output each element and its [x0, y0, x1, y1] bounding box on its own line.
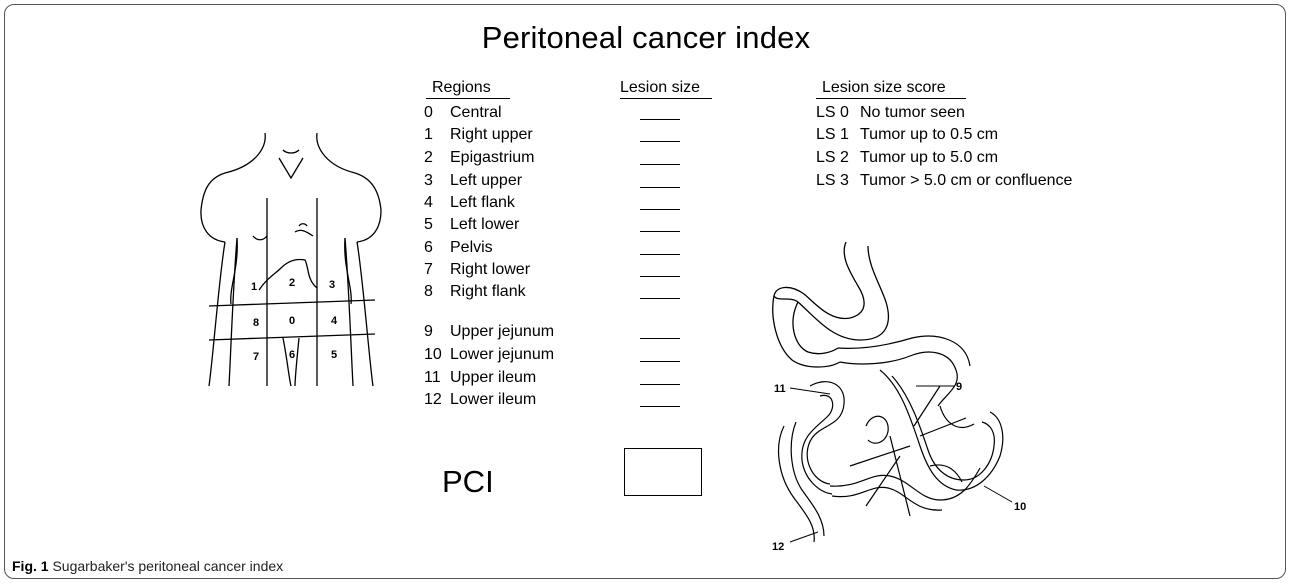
- torso-label-3: 3: [329, 279, 335, 291]
- region-name: Right flank: [450, 283, 526, 300]
- pci-total-box: [624, 448, 702, 496]
- lesion-size-header-label: Lesion size: [620, 79, 700, 96]
- torso-label-8: 8: [253, 317, 259, 329]
- lesion-size-blank: [640, 361, 680, 362]
- lesion-size-blank: [640, 298, 680, 299]
- lesion-score-header-label: Lesion size score: [822, 79, 946, 96]
- score-description: Tumor up to 0.5 cm: [860, 126, 998, 143]
- bowel-label-9: 9: [956, 381, 962, 393]
- lesion-size-header-underline: [620, 98, 712, 99]
- region-number: 8: [424, 283, 450, 301]
- regions-header-underline: [426, 98, 510, 99]
- lesion-size-blank: [640, 187, 680, 188]
- lesion-size-blank: [640, 209, 680, 210]
- torso-region-labels: 1 2 3 8 0 4 7 6 5: [251, 277, 338, 363]
- region-name: Right upper: [450, 126, 533, 143]
- bowel-label-11: 11: [774, 383, 786, 395]
- score-description: Tumor > 5.0 cm or confluence: [860, 172, 1072, 189]
- lesion-size-header: Lesion size: [620, 79, 700, 97]
- torso-label-5: 5: [331, 349, 337, 361]
- lesion-size-blank: [640, 231, 680, 232]
- region-name: Left upper: [450, 172, 522, 189]
- region-name: Pelvis: [450, 239, 493, 256]
- bowel-diagram: 11 9 10 12: [770, 236, 1070, 566]
- score-code: LS 2: [816, 149, 860, 167]
- region-number: 7: [424, 261, 450, 279]
- torso-label-4: 4: [331, 315, 338, 327]
- region-name: Epigastrium: [450, 149, 534, 166]
- caption-text: Sugarbaker's peritoneal cancer index: [49, 558, 284, 574]
- regions-header-label: Regions: [432, 79, 491, 96]
- region-number: 3: [424, 172, 450, 190]
- torso-label-7: 7: [253, 351, 259, 363]
- score-code: LS 0: [816, 104, 860, 122]
- region-name: Upper jejunum: [450, 323, 554, 340]
- region-name: Left lower: [450, 216, 519, 233]
- region-name: Central: [450, 104, 502, 121]
- score-code: LS 1: [816, 126, 860, 144]
- torso-diagram: 1 2 3 8 0 4 7 6 5: [195, 128, 395, 388]
- torso-label-0: 0: [289, 315, 295, 327]
- lesion-size-blank: [640, 384, 680, 385]
- region-number: 5: [424, 216, 450, 234]
- score-code: LS 3: [816, 172, 860, 190]
- region-number: 12: [424, 391, 450, 409]
- region-number: 6: [424, 239, 450, 257]
- figure-caption: Fig. 1 Sugarbaker's peritoneal cancer in…: [12, 558, 283, 574]
- region-number: 10: [424, 346, 450, 364]
- bowel-label-12: 12: [772, 541, 784, 553]
- region-number: 2: [424, 149, 450, 167]
- lesion-score-header: Lesion size score: [822, 79, 946, 97]
- figure-title: Peritoneal cancer index: [0, 20, 1292, 56]
- lesion-size-blank: [640, 338, 680, 339]
- caption-figure-number: Fig. 1: [12, 558, 49, 574]
- lesion-size-blank: [640, 119, 680, 120]
- region-name: Lower jejunum: [450, 346, 554, 363]
- bowel-label-10: 10: [1014, 501, 1026, 513]
- region-number: 0: [424, 104, 450, 122]
- regions-header: Regions: [432, 79, 491, 97]
- lesion-score-header-underline: [816, 98, 966, 99]
- lesion-size-blank: [640, 254, 680, 255]
- score-description: No tumor seen: [860, 104, 965, 121]
- torso-label-6: 6: [289, 349, 295, 361]
- region-number: 4: [424, 194, 450, 212]
- lesion-size-blank: [640, 141, 680, 142]
- region-number: 1: [424, 126, 450, 144]
- region-name: Upper ileum: [450, 369, 536, 386]
- region-name: Right lower: [450, 261, 530, 278]
- score-description: Tumor up to 5.0 cm: [860, 149, 998, 166]
- stomach-outline: [773, 242, 889, 367]
- lesion-size-blank: [640, 164, 680, 165]
- pci-label: PCI: [442, 464, 494, 500]
- region-name: Left flank: [450, 194, 515, 211]
- lesion-size-blank: [640, 276, 680, 277]
- lesion-size-blank: [640, 406, 680, 407]
- region-name: Lower ileum: [450, 391, 536, 408]
- torso-label-1: 1: [251, 281, 257, 293]
- torso-label-2: 2: [289, 277, 295, 289]
- region-number: 9: [424, 323, 450, 341]
- region-number: 11: [424, 369, 450, 387]
- bowel-leader-lines: [790, 386, 1012, 542]
